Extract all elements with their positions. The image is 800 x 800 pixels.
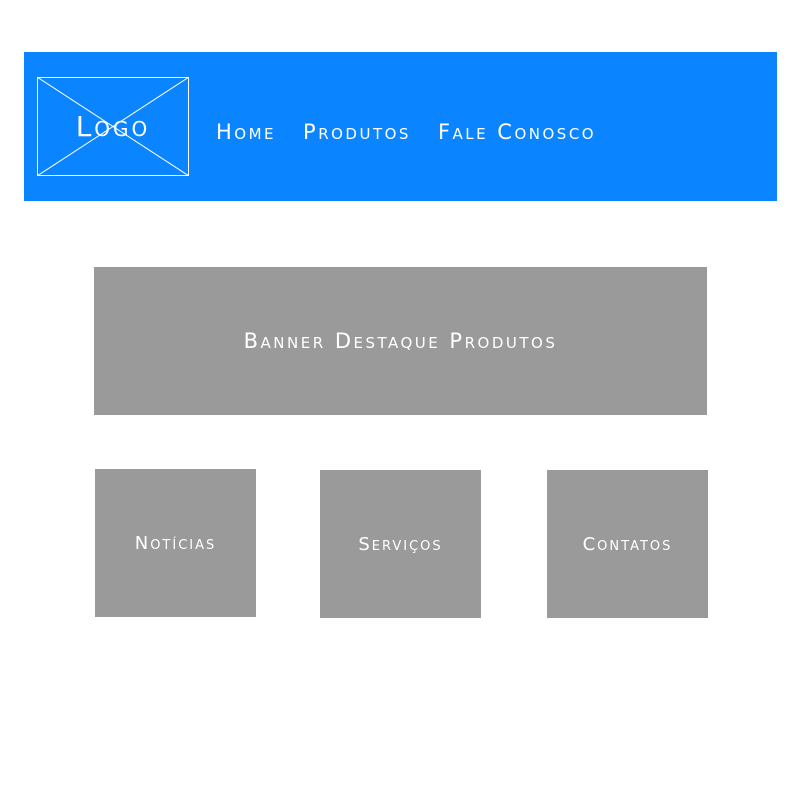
image-placeholder-icon: [37, 77, 189, 176]
card-contatos[interactable]: Contatos: [547, 470, 708, 618]
nav-item-home[interactable]: Home: [216, 120, 277, 144]
logo-label: Logo: [75, 110, 151, 143]
banner[interactable]: Banner Destaque Produtos: [94, 267, 707, 415]
card-servicos[interactable]: Serviços: [320, 470, 481, 618]
card-label: Notícias: [134, 532, 217, 554]
nav-item-fale-conosco[interactable]: Fale Conosco: [437, 120, 597, 144]
nav-item-produtos[interactable]: Produtos: [303, 120, 411, 144]
header: Logo Home Produtos Fale Conosco: [24, 52, 777, 201]
logo-placeholder[interactable]: Logo: [37, 77, 189, 176]
main-nav: Home Produtos Fale Conosco: [216, 117, 596, 147]
card-label: Serviços: [358, 533, 443, 555]
banner-label: Banner Destaque Produtos: [243, 329, 558, 353]
card-noticias[interactable]: Notícias: [95, 469, 256, 617]
card-label: Contatos: [582, 533, 673, 555]
